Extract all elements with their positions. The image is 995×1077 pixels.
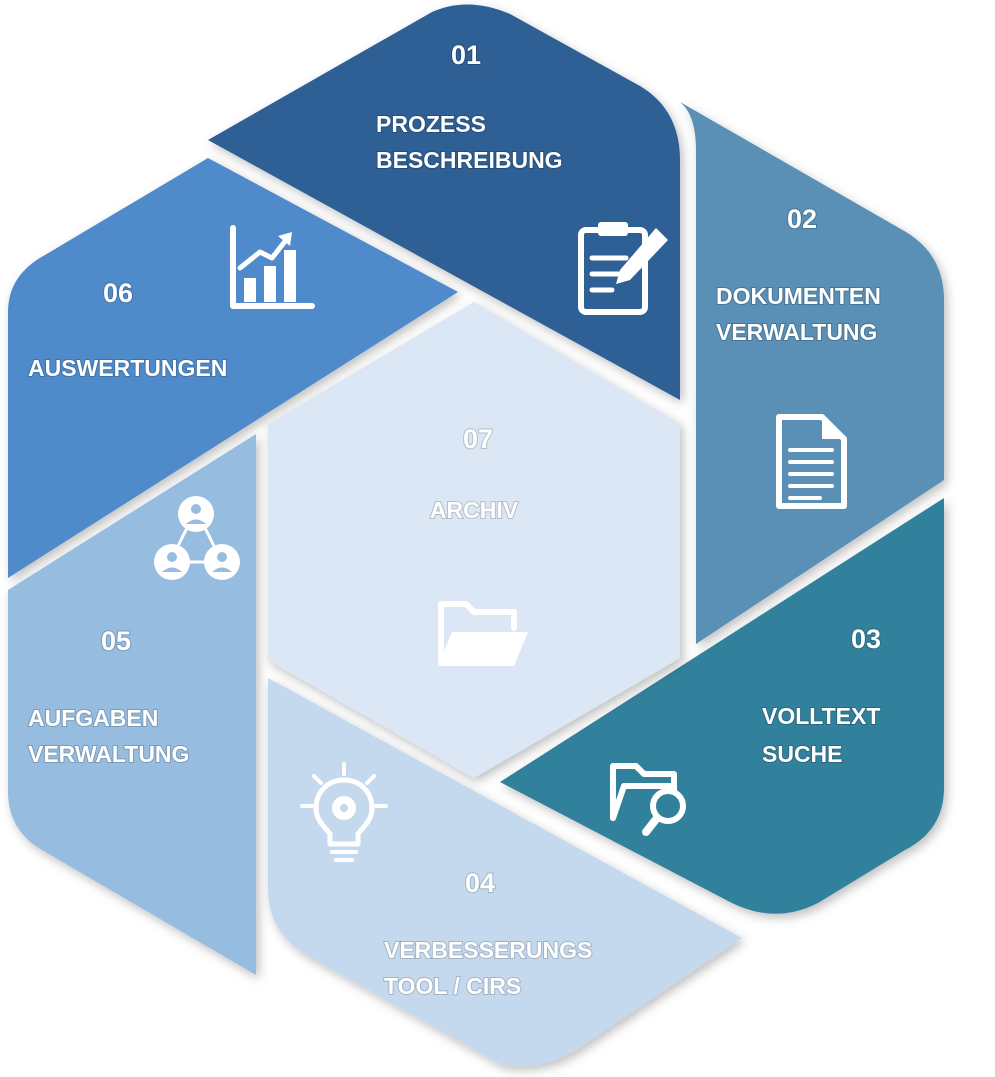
segment-03-title-line-1: VOLLTEXT bbox=[762, 703, 880, 729]
center-title: ARCHIV bbox=[430, 497, 519, 523]
segment-01-title-line-1: PROZESS bbox=[376, 111, 486, 137]
segment-06-number: 06 bbox=[103, 278, 133, 308]
segment-01: 01 PROZESS BESCHREIBUNG bbox=[208, 4, 680, 401]
segment-04-title-line-1: VERBESSERUNGS bbox=[384, 937, 592, 963]
segment-05: 05 AUFGABEN VERWALTUNG bbox=[8, 434, 256, 975]
people-network-icon bbox=[154, 496, 240, 580]
segment-02-title-line-1: DOKUMENTEN bbox=[716, 283, 881, 309]
segment-06-title-line-1: AUSWERTUNGEN bbox=[28, 355, 227, 381]
segment-06: 06 AUSWERTUNGEN bbox=[8, 158, 458, 578]
segment-05-title-line-2: VERWALTUNG bbox=[28, 741, 189, 767]
segment-05-title-line-1: AUFGABEN bbox=[28, 705, 158, 731]
lightbulb-gear-icon bbox=[300, 762, 388, 862]
folder-open-icon bbox=[438, 601, 528, 666]
segment-05-shape bbox=[8, 434, 256, 975]
segment-04-number: 04 bbox=[465, 868, 495, 898]
document-icon bbox=[776, 414, 847, 509]
segment-01-number: 01 bbox=[451, 40, 481, 70]
clipboard-pen-icon bbox=[578, 222, 668, 315]
segment-03: 03 VOLLTEXT SUCHE bbox=[500, 498, 944, 914]
center-segment-07-shape bbox=[268, 302, 680, 778]
segment-01-shape bbox=[208, 4, 680, 401]
folder-search-icon bbox=[610, 763, 686, 836]
segment-06-shape bbox=[8, 158, 458, 578]
segment-02: 02 DOKUMENTEN VERWALTUNG bbox=[680, 102, 944, 644]
segment-03-title-line-2: SUCHE bbox=[762, 741, 843, 767]
center-number: 07 bbox=[463, 424, 493, 454]
segment-02-shape bbox=[680, 102, 944, 644]
segment-04-title-line-2: TOOL / CIRS bbox=[384, 973, 521, 999]
segment-05-number: 05 bbox=[101, 626, 131, 656]
bar-chart-growth-icon bbox=[230, 225, 315, 309]
segment-04: 04 VERBESSERUNGS TOOL / CIRS bbox=[268, 678, 742, 1067]
segment-01-title-line-2: BESCHREIBUNG bbox=[376, 147, 563, 173]
segment-03-number: 03 bbox=[851, 624, 881, 654]
segment-04-shape bbox=[268, 678, 742, 1067]
segment-02-number: 02 bbox=[787, 204, 817, 234]
center-segment-07: 07 ARCHIV bbox=[268, 302, 680, 778]
segment-02-title-line-2: VERWALTUNG bbox=[716, 319, 877, 345]
